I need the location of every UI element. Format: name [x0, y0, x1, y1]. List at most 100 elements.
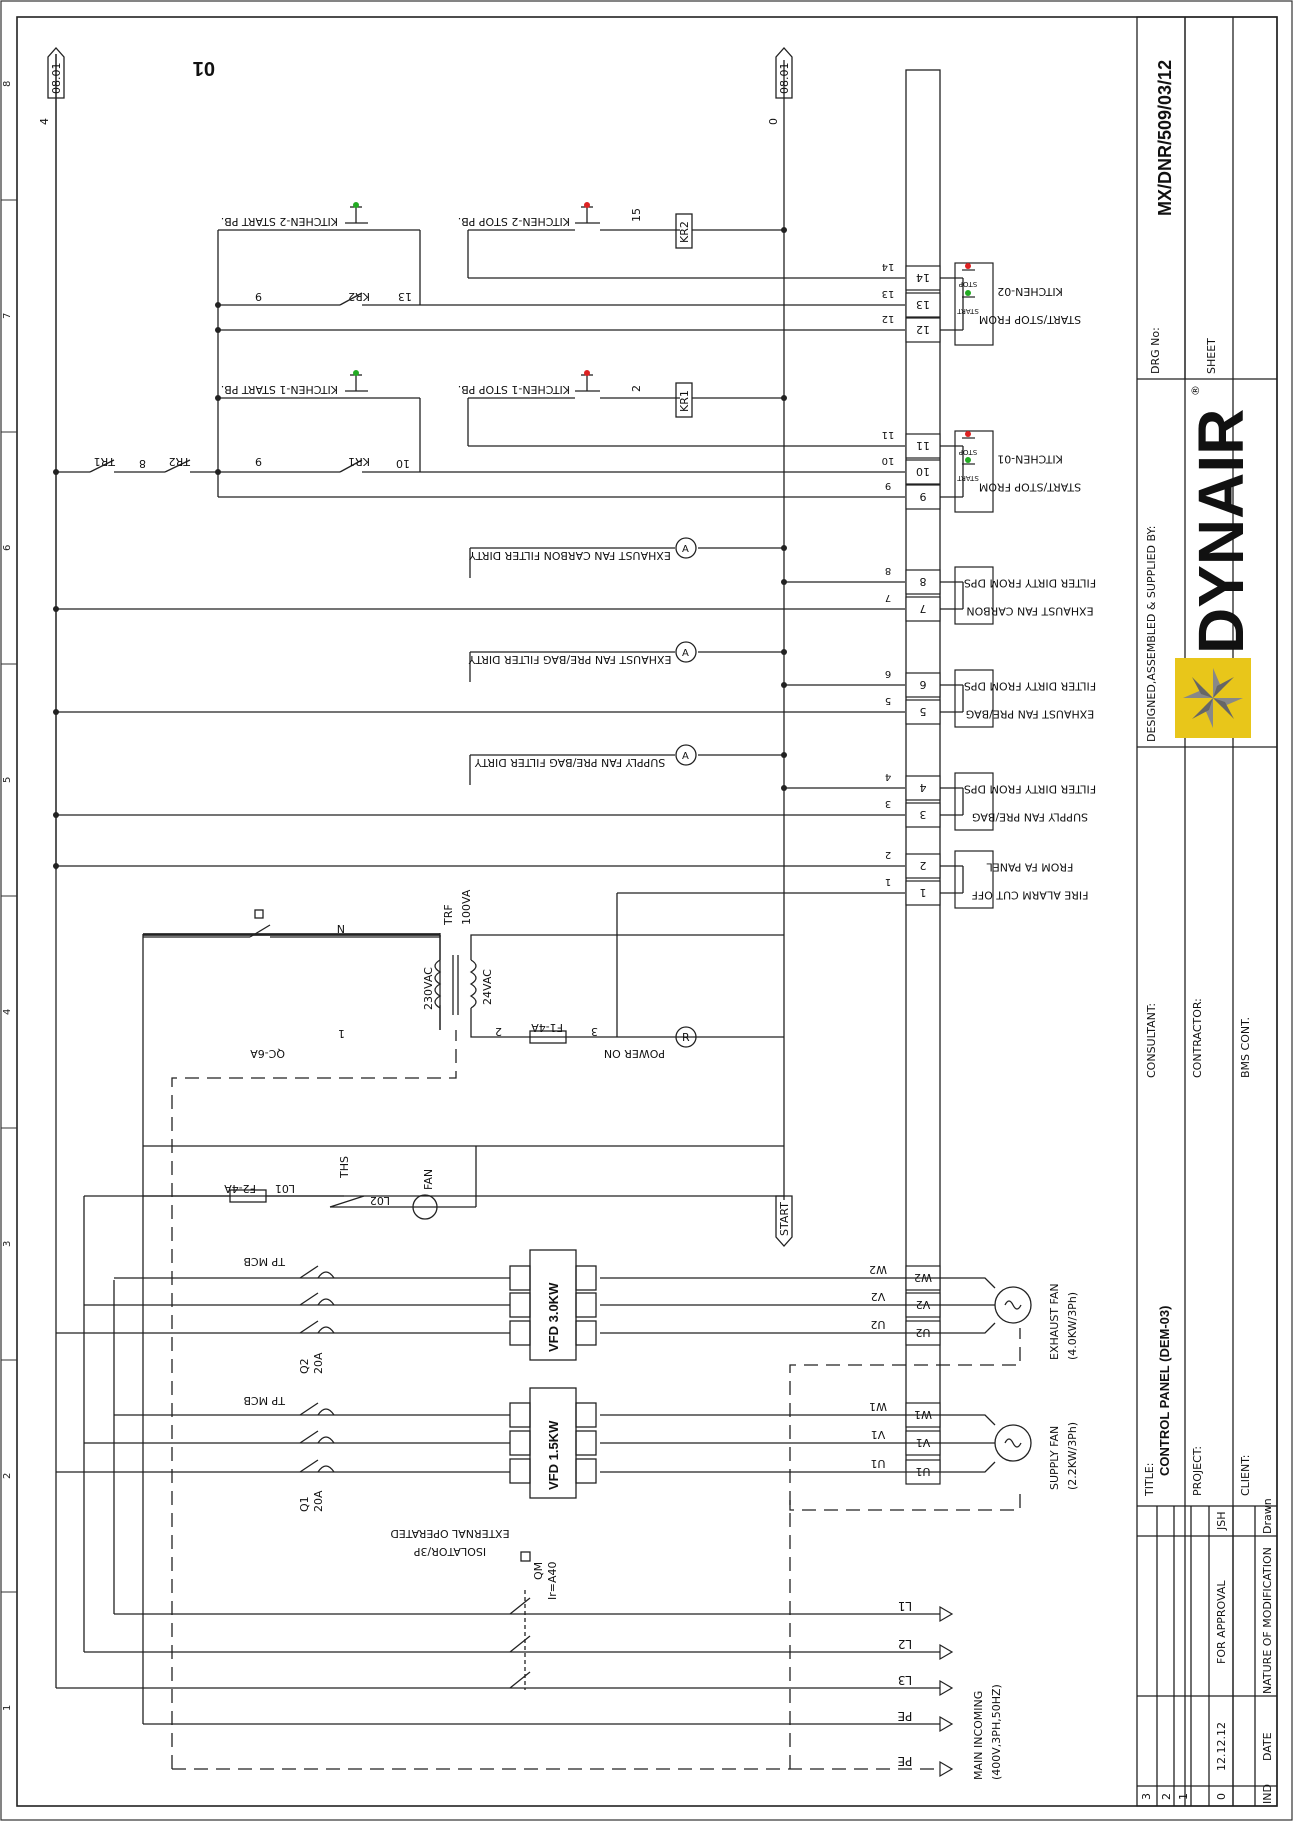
terminal-label: 5	[920, 705, 927, 718]
incoming-arrow	[939, 1679, 954, 1697]
terminal-label: 6	[920, 678, 927, 691]
rev-ind-2: 2	[1160, 1793, 1173, 1800]
field-device-label: FILTER DIRTY FROM DPS	[964, 783, 1096, 796]
terminal-strip: 11223344556677889910101111121213131414U1…	[869, 69, 941, 1485]
wire-number: 7	[885, 592, 891, 603]
l01-label: L01	[275, 1182, 295, 1195]
n8-label: 8	[139, 457, 146, 470]
rev0-nature: FOR APPROVAL	[1215, 1580, 1228, 1664]
terminal-label: 14	[916, 271, 930, 284]
incoming-phase-label: PE	[898, 1709, 913, 1723]
terminal-label: 13	[916, 298, 930, 311]
supply-fan-circuit: Q1 20A TP MCB VFD 1.5KW SUPPLY FAN (2.2K…	[56, 1387, 1079, 1512]
terminal-label: 10	[916, 465, 930, 478]
lamp-letter: A	[682, 751, 689, 762]
bms-label: BMS CONT.	[1239, 1017, 1252, 1078]
field-device	[954, 430, 994, 513]
field-device-label: SUPPLY FAN PRE/BAG	[972, 811, 1088, 824]
wire-number: V2	[871, 1290, 886, 1303]
supply-fan-motor: SUPPLY FAN (2.2KW/3Ph)	[940, 1414, 1079, 1490]
drawing-number: MX/DNR/509/03/12	[1155, 60, 1175, 216]
sheet-label: SHEET	[1205, 338, 1218, 374]
secondary-label: 24VAC	[481, 969, 494, 1005]
n13-label: 13	[398, 290, 412, 303]
qc-label: QC-6A	[250, 1047, 285, 1060]
terminal-4	[905, 775, 941, 801]
field-device	[954, 566, 994, 625]
terminal-label: 11	[916, 439, 930, 452]
offpage-connector-left: 08.01	[47, 47, 65, 99]
grid-number: 5	[2, 777, 13, 783]
terminal-3	[905, 802, 941, 828]
terminal-label: 3	[920, 808, 927, 821]
filter-dirty-lamp	[675, 537, 697, 559]
wire-0-label: 0	[767, 118, 780, 125]
field-device-label: FIRE ALARM CUT OFF	[972, 889, 1089, 902]
wire-number: 10	[882, 455, 895, 466]
q2-rating: 20A	[312, 1352, 325, 1374]
kr1-coil	[675, 382, 693, 418]
fan-label: FAN	[422, 1169, 435, 1190]
field-device-label: START/STOP FROM	[979, 313, 1081, 326]
incoming-phase-label: L1	[898, 1599, 912, 1613]
grid-number: 7	[2, 313, 13, 319]
k1-start-label: KITCHEN-1 START PB.	[221, 383, 338, 396]
incoming-phase-label: L2	[898, 1637, 912, 1651]
power-section: EXTERNAL OPERATED ISOLATOR/3P QM Ir=A40 …	[55, 54, 1079, 1780]
wire-number: 13	[882, 288, 895, 299]
field-device	[954, 850, 994, 909]
wire-number: 4	[885, 771, 891, 782]
filter-dirty-lamp	[675, 744, 697, 766]
grid-number: 1	[2, 1705, 13, 1711]
q1-label: Q1	[298, 1496, 311, 1512]
n9-label-k2: 9	[255, 290, 262, 303]
terminal-5	[905, 699, 941, 725]
wire1-label: 1	[338, 1027, 345, 1040]
wire-number: 8	[885, 565, 891, 576]
exhaust-fan-label: EXHAUST FAN	[1048, 1283, 1061, 1360]
tr1-label: TR1	[94, 455, 116, 468]
field-device	[954, 772, 994, 831]
supply-fan-rating: (2.2KW/3Ph)	[1066, 1422, 1079, 1490]
neutral-label: N	[337, 922, 345, 935]
pushbutton-label: START	[956, 474, 978, 482]
vfd-supply-label: VFD 1.5KW	[546, 1420, 561, 1490]
wire-number: 14	[882, 261, 895, 272]
field-device	[954, 669, 994, 728]
power-on-label: POWER ON	[604, 1047, 665, 1060]
control-transformer: QC-6A 1 TRF 100VA 230VAC 24VAC N F1-4A 2…	[142, 889, 905, 1197]
field-device-label: EXHAUST FAN PRE/BAG	[966, 708, 1094, 721]
field-device-label: FILTER DIRTY FROM DPS	[964, 680, 1096, 693]
wire-number: 6	[885, 668, 891, 679]
filter-dirty-lamp	[675, 641, 697, 663]
terminal-6	[905, 672, 941, 698]
lamp-label: EXHAUST FAN PRE/BAG FILTER DIRTY	[468, 653, 671, 666]
terminal-10	[905, 459, 941, 485]
terminal-label: 12	[916, 323, 930, 336]
project-label: PROJECT:	[1191, 1446, 1204, 1496]
primary-label: 230VAC	[422, 967, 435, 1010]
grid-number: 3	[2, 1241, 13, 1247]
ir-label: Ir=A40	[546, 1561, 559, 1600]
field-device-label: FROM FA PANEL	[986, 861, 1074, 874]
lamp-label: EXHAUST FAN CARBON FILTER DIRTY	[469, 549, 671, 562]
wire-number: 12	[882, 313, 895, 324]
terminal-14	[905, 265, 941, 291]
wire-number: W1	[869, 1400, 887, 1413]
l02-label: L02	[370, 1194, 390, 1207]
rev-ind-1: 1	[1177, 1793, 1190, 1800]
power-on-lamp-letter: R	[682, 1031, 690, 1044]
mcb-q1: Q1 20A TP MCB	[243, 1394, 335, 1512]
field-device-label: EXHAUST FAN CARBON	[966, 605, 1093, 618]
lamp-letter: A	[682, 648, 689, 659]
incoming-arrow	[939, 1605, 954, 1623]
ths-label: THS	[338, 1156, 351, 1179]
svg-text:DYNAIR: DYNAIR	[1185, 409, 1257, 654]
wire-number: U1	[870, 1457, 885, 1470]
svg-text:08.01: 08.01	[50, 63, 63, 95]
n15-label: 15	[630, 208, 643, 222]
wire-4-label: 4	[38, 118, 51, 125]
